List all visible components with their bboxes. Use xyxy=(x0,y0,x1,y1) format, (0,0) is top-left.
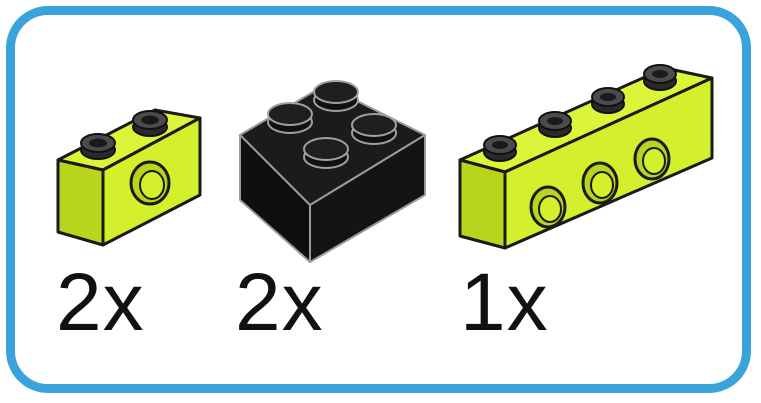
part-1-lime-technic-1x2-brick xyxy=(58,110,200,245)
part-3-lime-technic-1x4-brick xyxy=(460,65,712,248)
part-3-quantity: 1x xyxy=(460,262,549,344)
part-1-quantity: 2x xyxy=(56,262,145,344)
part-2-black-2x2-brick xyxy=(240,81,425,262)
part-2-quantity: 2x xyxy=(235,262,324,344)
